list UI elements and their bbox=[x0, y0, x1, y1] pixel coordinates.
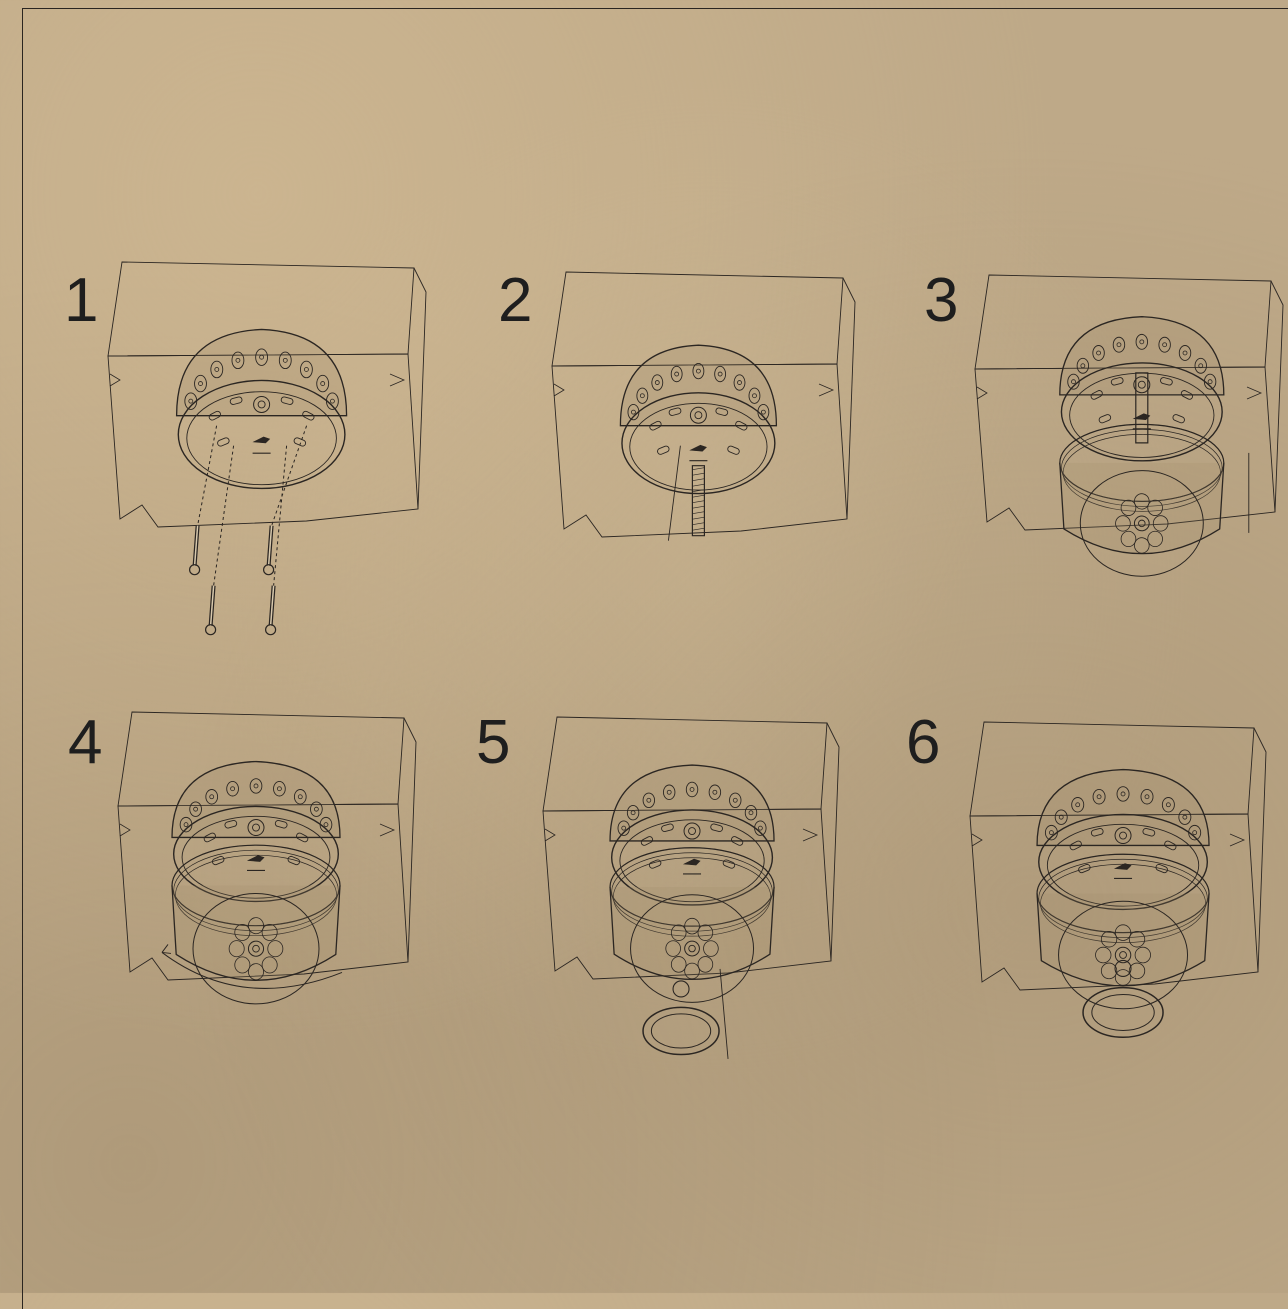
arrow-icon bbox=[668, 446, 680, 541]
page-border bbox=[22, 8, 1288, 1309]
step-illustration-1 bbox=[108, 262, 468, 637]
canopy-dome bbox=[172, 762, 340, 838]
step-illustration-2 bbox=[552, 272, 897, 647]
step-number-3: 3 bbox=[924, 270, 958, 332]
bracket-slot bbox=[217, 437, 230, 447]
logo-mark bbox=[684, 859, 700, 865]
canopy-dome bbox=[620, 345, 776, 426]
step-number-6: 6 bbox=[906, 712, 940, 774]
step-illustration-6 bbox=[970, 722, 1288, 1100]
finial-ring-icon bbox=[643, 1007, 719, 1054]
logo-mark bbox=[248, 856, 264, 862]
finial bbox=[673, 981, 689, 997]
bracket-slot bbox=[212, 855, 225, 865]
canopy-dome bbox=[1060, 317, 1224, 395]
bracket-slot bbox=[287, 855, 300, 865]
fixture bbox=[162, 762, 342, 1004]
step-illustration-3 bbox=[975, 275, 1288, 640]
step-number-1: 1 bbox=[64, 270, 98, 332]
canopy-dome bbox=[1037, 770, 1209, 846]
canopy-dome bbox=[177, 329, 347, 415]
step-number-4: 4 bbox=[68, 712, 102, 774]
bracket-slot bbox=[648, 859, 661, 869]
canopy-icon bbox=[1037, 893, 1209, 985]
fixture bbox=[610, 765, 774, 1059]
bracket-slot bbox=[727, 445, 740, 455]
logo-mark bbox=[690, 445, 706, 451]
canopy-icon bbox=[172, 885, 340, 980]
fixture bbox=[1037, 770, 1209, 1038]
bracket-slot bbox=[657, 445, 670, 455]
step-illustration-4 bbox=[118, 712, 458, 1090]
step-illustration-5 bbox=[543, 717, 881, 1089]
step-number-5: 5 bbox=[476, 712, 510, 774]
canopy-icon bbox=[610, 887, 774, 979]
step-number-2: 2 bbox=[498, 270, 532, 332]
bracket-slot bbox=[722, 859, 735, 869]
arrow-icon bbox=[720, 969, 728, 1059]
fixture bbox=[177, 329, 347, 634]
fixture bbox=[620, 345, 776, 541]
fixture bbox=[1060, 317, 1249, 576]
bracket-slot bbox=[1098, 414, 1111, 424]
finial-ring-icon bbox=[1083, 988, 1163, 1038]
logo-mark bbox=[254, 437, 270, 443]
canopy-dome bbox=[610, 765, 774, 841]
bracket-slot bbox=[1172, 414, 1185, 424]
canopy-icon bbox=[1060, 463, 1224, 554]
